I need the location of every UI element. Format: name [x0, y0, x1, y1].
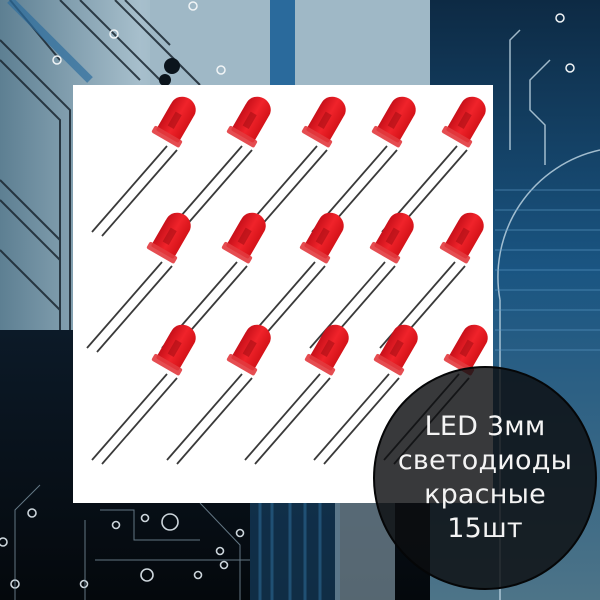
led-component — [91, 89, 204, 237]
product-info-badge: LED 3мм светодиоды красные 15шт — [373, 366, 597, 590]
badge-line-quantity: 15шт — [447, 513, 523, 544]
badge-line-color: красные — [424, 479, 546, 510]
led-component — [91, 317, 204, 465]
badge-line-type: LED 3мм — [424, 411, 546, 442]
badge-line-name: светодиоды — [397, 445, 573, 476]
